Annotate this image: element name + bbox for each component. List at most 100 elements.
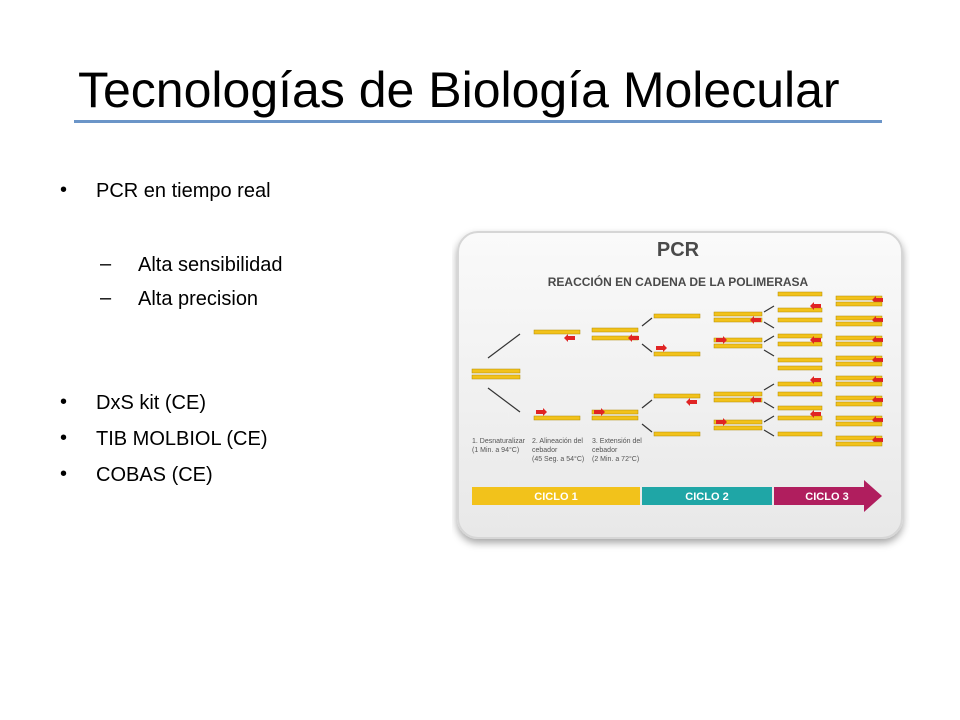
dna-strand	[777, 333, 823, 339]
dna-strand	[777, 307, 823, 313]
primer-arrow	[716, 336, 727, 344]
primer-arrow	[656, 344, 667, 352]
primer-arrow	[810, 376, 821, 384]
dna-strand	[777, 341, 823, 347]
dna-strand	[777, 405, 823, 411]
dna-strand	[835, 441, 883, 447]
sub-bullet-marker: –	[100, 253, 112, 275]
dna-strand	[713, 419, 763, 425]
primer-arrow	[564, 334, 575, 342]
primer-arrow	[750, 396, 761, 404]
primer-arrow	[686, 398, 697, 406]
primer-arrow	[810, 410, 821, 418]
dna-strand	[471, 368, 521, 374]
branch-arrow-line	[763, 429, 775, 437]
dna-strand	[533, 329, 581, 335]
dna-strand	[777, 365, 823, 371]
dna-strand	[713, 391, 763, 397]
dna-strand	[533, 415, 581, 421]
dna-strand	[777, 391, 823, 397]
branch-arrow-line	[763, 349, 775, 357]
dna-strand	[713, 425, 763, 431]
cycle-2-label: CICLO 2	[685, 491, 728, 503]
branch-arrow-line	[763, 305, 775, 313]
dna-strand	[713, 397, 763, 403]
step-label-1-line-1: 1. Desnaturalizar	[472, 438, 526, 445]
branch-arrow-line	[763, 383, 775, 391]
bullet-text: Alta sensibilidad	[138, 254, 283, 276]
cycle-arrow-head	[864, 480, 882, 512]
branch-arrow-line	[763, 415, 775, 423]
dna-strand	[591, 327, 639, 333]
dna-strand	[653, 431, 701, 437]
diagram-subheading: REACCIÓN EN CADENA DE LA POLIMERASA	[548, 274, 809, 289]
step-label-2-line-3: (45 Seg. a 54°C)	[532, 455, 584, 463]
step-label-3-line-2: cebador	[592, 447, 618, 454]
cycle-1-bar	[472, 487, 640, 505]
branch-arrow-line	[487, 387, 521, 413]
dna-strand	[653, 393, 701, 399]
dna-strand	[835, 341, 883, 347]
primer-arrow	[750, 316, 761, 324]
slide-title: Tecnologías de Biología Molecular	[78, 62, 840, 118]
dna-strand	[835, 421, 883, 427]
dna-strand	[471, 374, 521, 380]
step-label-3-line-1: 3. Extensión del	[592, 438, 642, 445]
primer-arrow	[628, 334, 639, 342]
branch-arrow-line	[641, 423, 653, 433]
branch-arrow-line	[641, 343, 653, 353]
dna-strand	[835, 301, 883, 307]
bullet-marker: •	[60, 427, 68, 449]
dna-strand	[591, 415, 639, 421]
primer-arrow	[594, 408, 605, 416]
step-label-2-line-1: 2. Alineación del	[532, 438, 583, 445]
dna-strand	[777, 381, 823, 387]
dna-strand	[835, 361, 883, 367]
primer-arrow	[536, 408, 547, 416]
dna-strand	[835, 401, 883, 407]
bullet-text: Alta precision	[138, 288, 259, 310]
cycle-3-bar	[774, 487, 864, 505]
sub-bullet-marker: –	[100, 287, 112, 309]
branch-arrow-line	[641, 317, 653, 327]
primer-arrow	[810, 302, 821, 310]
dna-strand	[653, 313, 701, 319]
bullet-text: TIB MOLBIOL (CE)	[96, 428, 268, 450]
step-label-3-line-3: (2 Min. a 72°C)	[592, 455, 639, 463]
pcr-diagram: PCR REACCIÓN EN CADENA DE LA POLIMERASA …	[452, 226, 910, 552]
dna-strand	[777, 291, 823, 297]
cycle-3-label: CICLO 3	[805, 491, 848, 503]
primer-arrow	[716, 418, 727, 426]
bullet-marker: •	[60, 179, 68, 201]
dna-strand	[777, 317, 823, 323]
dna-strand	[713, 343, 763, 349]
bullet-text: DxS kit (CE)	[96, 392, 206, 414]
bullet-text: COBAS (CE)	[96, 464, 213, 486]
branch-arrow-line	[763, 321, 775, 329]
step-label-1-line-2: (1 Min. a 94°C)	[472, 446, 519, 454]
bullet-marker: •	[60, 463, 68, 485]
title-underline	[74, 120, 882, 123]
dna-strand	[713, 311, 763, 317]
branch-arrow-line	[763, 401, 775, 409]
dna-strand	[777, 431, 823, 437]
dna-strand	[713, 317, 763, 323]
cycle-2-bar	[642, 487, 772, 505]
branch-arrow-line	[487, 333, 521, 359]
strand-diagram	[471, 291, 883, 447]
dna-strand	[777, 415, 823, 421]
branch-arrow-line	[641, 399, 653, 409]
dna-strand	[835, 381, 883, 387]
bullet-text: PCR en tiempo real	[96, 180, 271, 202]
dna-strand	[777, 357, 823, 363]
dna-strand	[835, 321, 883, 327]
step-label-2-line-2: cebador	[532, 447, 558, 454]
primer-arrow	[810, 336, 821, 344]
bullet-marker: •	[60, 391, 68, 413]
branch-arrow-line	[763, 335, 775, 343]
pcr-diagram-svg: PCR REACCIÓN EN CADENA DE LA POLIMERASA …	[457, 231, 903, 539]
dna-strand	[653, 351, 701, 357]
diagram-heading: PCR	[657, 239, 700, 261]
cycle-1-label: CICLO 1	[534, 491, 577, 503]
dna-strand	[591, 409, 639, 415]
